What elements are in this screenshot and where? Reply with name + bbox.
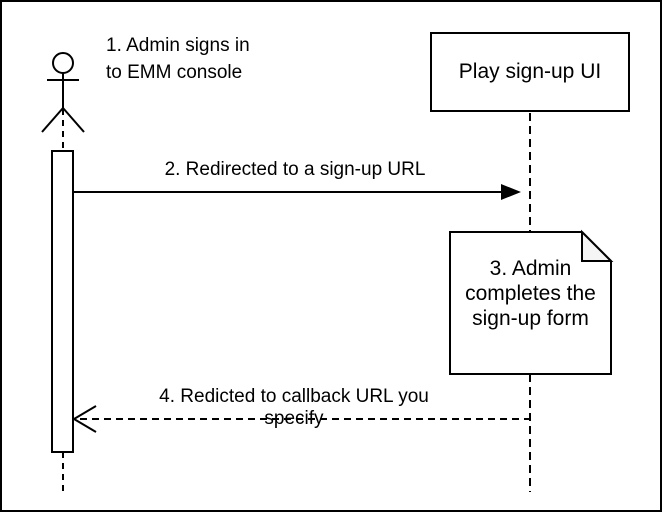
- note-fold-icon: [581, 229, 614, 262]
- message-4-arrow: [72, 405, 530, 433]
- actor-head: [52, 52, 74, 74]
- participant-box-play-signup-ui: Play sign-up UI: [430, 32, 630, 112]
- participant-label: Play sign-up UI: [458, 60, 602, 83]
- message-4-label: 4. Redicted to callback URL you specify: [159, 386, 429, 429]
- message-2-label: 2. Redirected to a sign-up URL: [164, 159, 426, 180]
- note-shape: [449, 229, 614, 375]
- note-outline: [449, 231, 612, 375]
- message-2-arrowhead-icon: [501, 184, 521, 200]
- actor-right-leg: [62, 107, 85, 133]
- message-2-arrow: [74, 184, 521, 200]
- message-4-arrowhead-icon: [72, 405, 97, 433]
- actor-icon: [41, 52, 85, 133]
- activation-bar: [51, 150, 74, 453]
- actor-annotation: 1. Admin signs in to EMM console: [106, 35, 250, 83]
- actor-left-leg: [41, 107, 64, 133]
- note-text: 3. Admin completes the sign-up form: [465, 257, 596, 330]
